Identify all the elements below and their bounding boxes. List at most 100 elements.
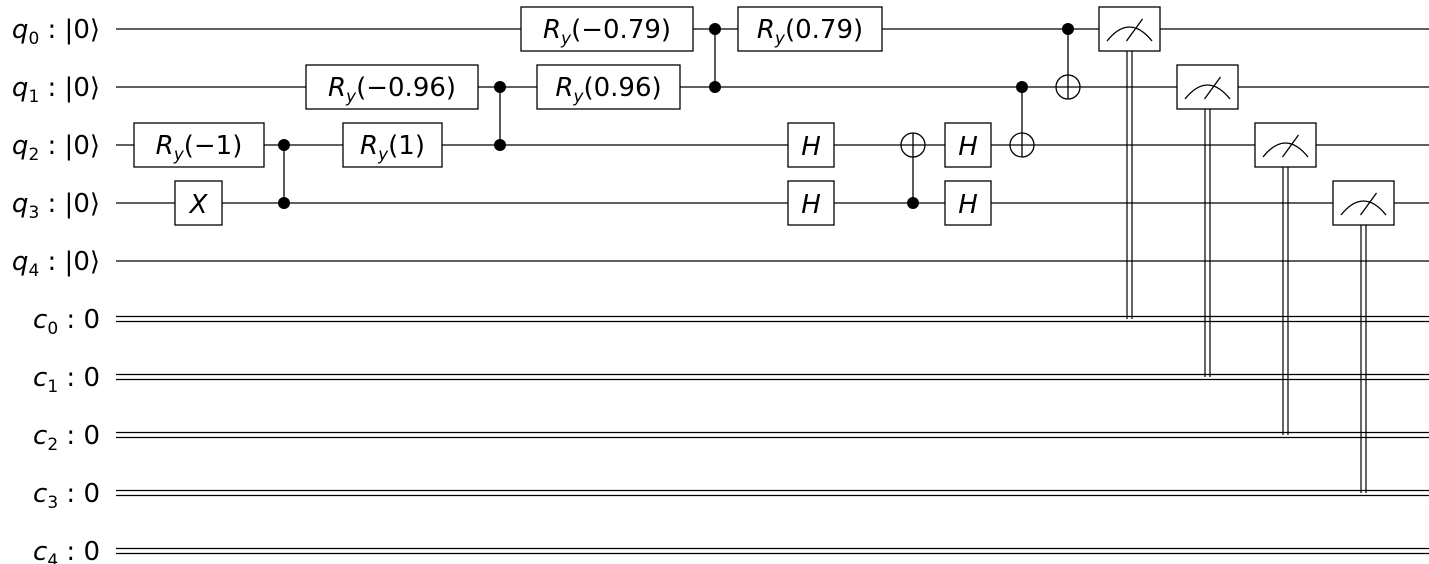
label-init: : |0⟩ [39, 15, 100, 45]
gates: Ry(−1)XRy(−0.96)Ry(1)Ry(−0.79)Ry(0.96)Ry… [133, 6, 1395, 493]
gate-box [342, 122, 443, 168]
meter-arc [1106, 26, 1153, 42]
label-index: 0 [28, 29, 39, 49]
x-q3-gate: X [174, 180, 223, 226]
ry-q2-a-gate: Ry(−1) [133, 122, 265, 168]
gate-label: Ry(0.96) [555, 73, 661, 107]
clbit-label-3: c3 : 0 [33, 479, 100, 513]
label-init: : |0⟩ [39, 247, 100, 277]
gate-box [1176, 64, 1239, 110]
clbit-wire-2 [116, 431, 1429, 439]
gate-label-base: R [757, 15, 775, 45]
control-dot [709, 23, 721, 35]
gate-label-base: R [555, 73, 573, 103]
gate-box [520, 6, 694, 52]
meter-needle [1281, 134, 1300, 158]
gate-label: Ry(−0.96) [328, 73, 456, 107]
label-index: 1 [28, 87, 39, 107]
control-dot [278, 139, 290, 151]
gate-label: Ry(−1) [156, 131, 243, 165]
gate-label: H [801, 190, 821, 220]
gate-label-text: H [958, 190, 978, 220]
label-name: q [12, 189, 29, 219]
clbit-wire-0 [116, 315, 1429, 323]
cx-q1-q2-gate [1009, 81, 1035, 158]
gate-label-text: X [188, 190, 209, 220]
label-name: q [12, 247, 29, 277]
label-index: 4 [47, 551, 58, 564]
clbit-wire-1 [116, 373, 1429, 381]
gate-label-param: (1) [388, 131, 425, 161]
meter-arc [1184, 84, 1231, 100]
gate-label-param: (0.96) [583, 73, 661, 103]
label-init: : 0 [58, 537, 100, 564]
label-index: 1 [47, 377, 58, 397]
control-dot [1062, 23, 1074, 35]
label-name: c [33, 363, 47, 393]
clbit-label-0: c0 : 0 [33, 305, 100, 339]
label-index: 0 [47, 319, 58, 339]
label-index: 2 [47, 435, 58, 455]
label-init: : |0⟩ [39, 189, 100, 219]
qubit-label-2: q2 : |0⟩ [12, 131, 100, 165]
gate-box [787, 180, 835, 226]
cz-q2-q3-a-gate [278, 139, 290, 209]
label-name: c [33, 421, 47, 451]
label-init: : 0 [58, 305, 100, 335]
control-dot [278, 197, 290, 209]
gate-label: X [188, 190, 209, 220]
h-q2-b-gate: H [944, 122, 992, 168]
ry-q0-b-gate: Ry(0.79) [737, 6, 883, 52]
measure-q3-gate [1332, 180, 1395, 493]
control-dot [494, 139, 506, 151]
gate-label-base: R [360, 131, 378, 161]
measure-q1-gate [1176, 64, 1239, 377]
ry-q2-b-gate: Ry(1) [342, 122, 443, 168]
gate-box [944, 122, 992, 168]
gate-label: Ry(1) [360, 131, 425, 165]
gate-label-base: R [328, 73, 346, 103]
register-labels: q0 : |0⟩q1 : |0⟩q2 : |0⟩q3 : |0⟩q4 : |0⟩… [12, 15, 100, 564]
ry-q1-b-gate: Ry(0.96) [536, 64, 681, 110]
gate-label-param: (−1) [184, 131, 243, 161]
gate-label: Ry(0.79) [757, 15, 863, 49]
qubit-label-0: q0 : |0⟩ [12, 15, 100, 49]
cz-q0-q1-gate [709, 23, 721, 93]
cx-q3-q2-gate [900, 132, 926, 209]
qubit-label-1: q1 : |0⟩ [12, 73, 100, 107]
gate-box [133, 122, 265, 168]
gate-label-param: (−0.79) [571, 15, 671, 45]
label-index: 3 [28, 203, 39, 223]
qubit-label-3: q3 : |0⟩ [12, 189, 100, 223]
gate-label-sub: y [774, 29, 786, 49]
gate-box [737, 6, 883, 52]
control-dot [709, 81, 721, 93]
gate-box [1332, 180, 1395, 226]
h-q3-a-gate: H [787, 180, 835, 226]
gate-label-base: R [156, 131, 174, 161]
gate-label-text: H [801, 190, 821, 220]
h-q2-a-gate: H [787, 122, 835, 168]
gate-box [944, 180, 992, 226]
gate-box [787, 122, 835, 168]
cx-q0-q1-gate [1055, 23, 1081, 100]
gate-box [1254, 122, 1317, 168]
ry-q1-a-gate: Ry(−0.96) [305, 64, 479, 110]
label-init: : 0 [58, 421, 100, 451]
clbit-wire-4 [116, 547, 1429, 555]
gate-label-sub: y [560, 29, 572, 49]
qubit-label-4: q4 : |0⟩ [12, 247, 100, 281]
clbit-wire-3 [116, 489, 1429, 497]
gate-box [536, 64, 681, 110]
control-dot [1016, 81, 1028, 93]
gate-label: H [801, 132, 821, 162]
label-init: : 0 [58, 479, 100, 509]
label-index: 4 [28, 261, 39, 281]
gate-box [1098, 6, 1161, 52]
gate-label-sub: y [377, 145, 389, 165]
wires [116, 28, 1429, 555]
gate-label-sub: y [345, 87, 357, 107]
clbit-label-2: c2 : 0 [33, 421, 100, 455]
gate-label-base: R [543, 15, 561, 45]
